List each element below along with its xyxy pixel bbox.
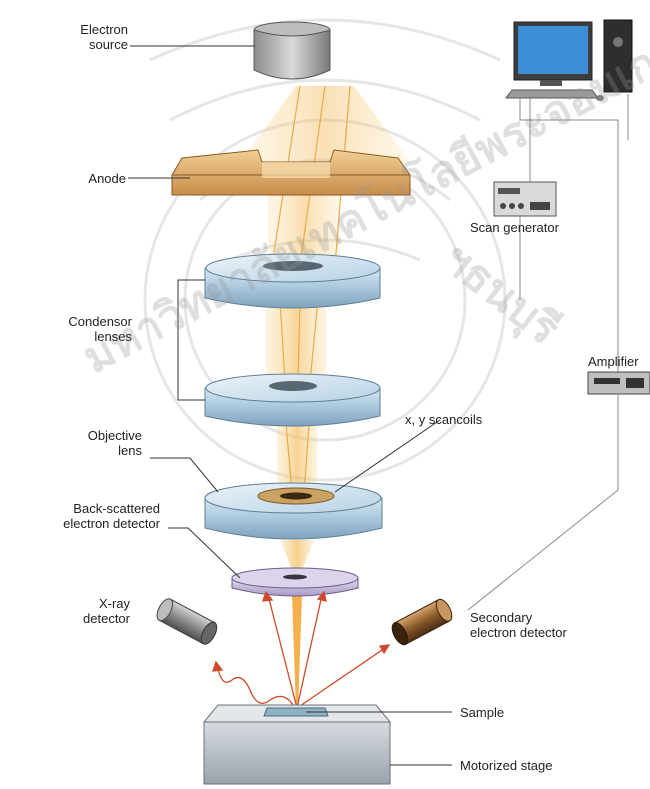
electron-source	[254, 22, 330, 79]
label-xray-detector: X-ray detector	[60, 596, 130, 626]
label-amplifier: Amplifier	[588, 354, 639, 369]
label-motorized-stage: Motorized stage	[460, 758, 553, 773]
objective-lens	[205, 483, 382, 539]
label-electron-source: Electron source	[40, 22, 128, 52]
label-secondary-detector: Secondary electron detector	[470, 610, 567, 640]
label-scancoils: x, y scancoils	[405, 412, 482, 427]
motorized-stage	[204, 705, 390, 784]
amplifier-icon	[588, 372, 650, 394]
label-anode: Anode	[40, 171, 126, 186]
label-sample: Sample	[460, 705, 504, 720]
label-condensor-lenses: Condensor lenses	[40, 314, 132, 344]
xray-detector	[154, 596, 220, 646]
label-scan-generator: Scan generator	[470, 220, 559, 235]
secondary-detector	[389, 597, 455, 647]
label-objective-lens: Objective lens	[40, 428, 142, 458]
condensor-lens-lower	[205, 374, 380, 426]
scan-generator-icon	[494, 182, 556, 216]
backscattered-detector	[232, 568, 358, 596]
label-backscattered-detector: Back-scattered electron detector	[20, 501, 160, 531]
